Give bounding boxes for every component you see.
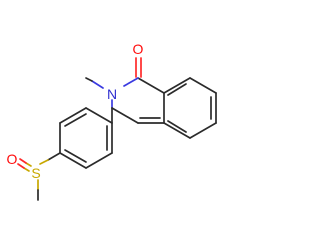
n-methyl-bond — [85, 77, 93, 82]
bond — [163, 122, 191, 139]
n-methyl-bond — [91, 80, 104, 89]
double-bond-inner — [167, 83, 187, 96]
double-bond-inner — [64, 149, 87, 163]
bond — [111, 107, 139, 124]
bond — [85, 107, 113, 124]
benzo-ring — [163, 77, 217, 139]
s-o-bond — [19, 158, 27, 164]
lactam-ring — [85, 57, 165, 124]
double-bond-inner — [64, 113, 87, 127]
sulfur-label: S — [31, 165, 40, 181]
s-o-bond — [25, 162, 32, 167]
s-o-bond — [23, 167, 30, 172]
molecule-diagram: O N S O — [7, 41, 217, 201]
bond — [189, 122, 217, 139]
s-o-bond — [17, 163, 25, 169]
bond — [163, 77, 191, 94]
bond — [59, 107, 87, 124]
bond — [189, 77, 217, 94]
nitrogen-label: N — [107, 86, 117, 102]
sulfoxide-oxygen-label: O — [7, 151, 18, 167]
structure-svg: O N S O — [7, 41, 217, 201]
c-s-bond — [47, 152, 61, 161]
methylsulfinyl-group — [17, 152, 61, 201]
bond — [85, 152, 113, 169]
c-s-bond — [39, 159, 49, 165]
carbonyl-oxygen-label: O — [133, 41, 144, 57]
bond — [123, 77, 139, 87]
bond — [59, 152, 87, 169]
phenyl-ring — [59, 107, 113, 169]
double-bond-inner — [167, 120, 187, 133]
bond — [137, 77, 165, 94]
